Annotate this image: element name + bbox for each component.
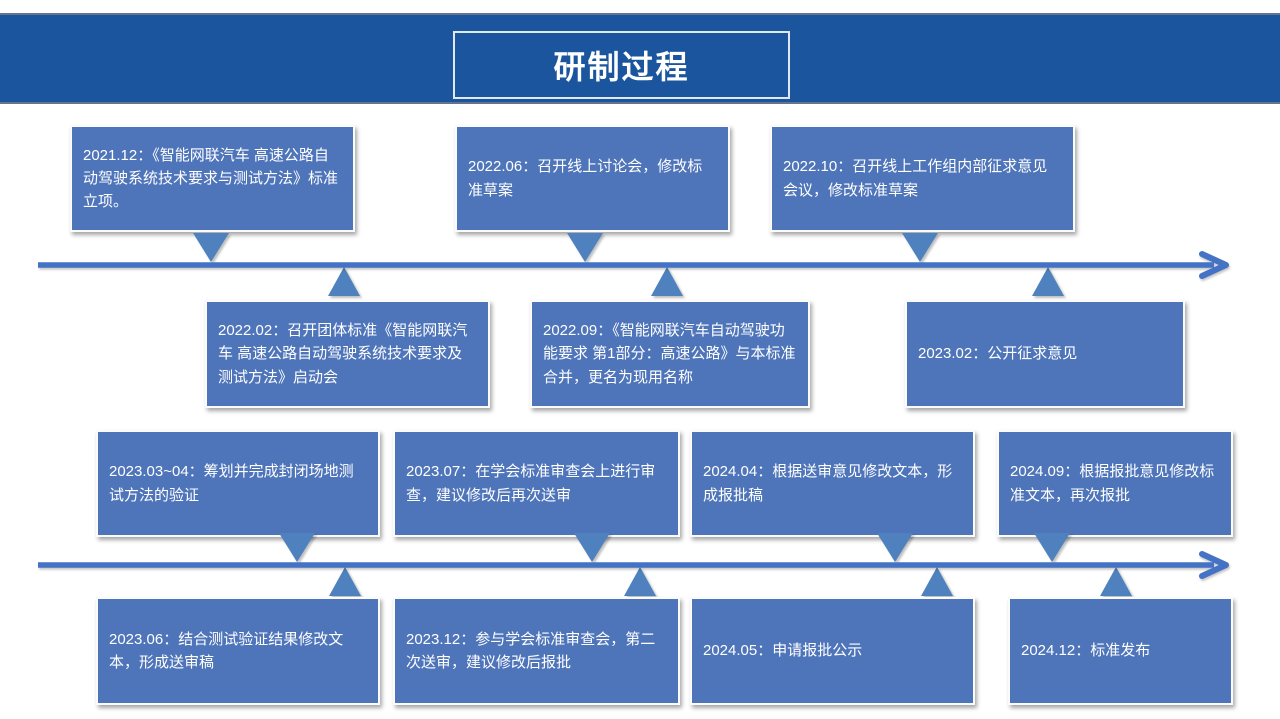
connector-up-triangle-icon [1100, 567, 1132, 596]
connector-up-triangle-icon [651, 267, 683, 296]
connector-up-triangle-icon [921, 567, 953, 596]
connector-down-triangle-icon [193, 233, 229, 262]
connector-down-triangle-icon [574, 533, 610, 562]
event-box-2024-09: 2024.09：根据报批意见修改标准文本，再次报批 [997, 430, 1233, 537]
event-box-2024-12: 2024.12：标准发布 [1008, 597, 1233, 705]
connector-down-triangle-icon [279, 533, 315, 562]
header-banner: 研制过程 [0, 13, 1280, 104]
event-text-2024-04: 2024.04：根据送审意见修改文本，形成报批稿 [703, 463, 953, 504]
event-box-2023-02: 2023.02：公开征求意见 [905, 300, 1185, 408]
connector-down-triangle-icon [902, 233, 938, 262]
connector-up-triangle-icon [329, 567, 361, 596]
timeline-arrow-2 [38, 551, 1229, 579]
connector-down-triangle-icon [567, 233, 603, 262]
connector-up-triangle-icon [1032, 267, 1064, 296]
event-text-2023-02: 2023.02：公开征求意见 [918, 345, 1078, 363]
event-text-2022-02: 2022.02：召开团体标准《智能网联汽车 高速公路自动驾驶系统技术要求及测试方… [218, 322, 468, 386]
event-text-2024-09: 2024.09：根据报批意见修改标准文本，再次报批 [1010, 463, 1215, 504]
event-box-2023-12: 2023.12：参与学会标准审查会，第二次送审，建议修改后报批 [393, 597, 680, 705]
event-text-2023-07: 2023.07：在学会标准审查会上进行审查，建议修改后再次送审 [406, 463, 656, 504]
event-box-2022-06: 2022.06：召开线上讨论会，修改标准草案 [455, 125, 730, 232]
event-text-2023-12: 2023.12：参与学会标准审查会，第二次送审，建议修改后报批 [406, 630, 656, 671]
event-box-2024-04: 2024.04：根据送审意见修改文本，形成报批稿 [690, 430, 975, 537]
event-box-2023-06: 2023.06：结合测试验证结果修改文本，形成送审稿 [96, 597, 380, 705]
title-box: 研制过程 [453, 31, 790, 99]
connector-down-triangle-icon [1034, 533, 1070, 562]
event-box-2023-07: 2023.07：在学会标准审查会上进行审查，建议修改后再次送审 [393, 430, 680, 537]
event-text-2024-12: 2024.12：标准发布 [1021, 642, 1151, 660]
event-text-2021-12: 2021.12：《智能网联汽车 高速公路自动驾驶系统技术要求与测试方法》标准立项… [83, 146, 339, 211]
timeline-arrow-1 [38, 251, 1229, 279]
event-box-2023-03-04: 2023.03~04：筹划并完成封闭场地测试方法的验证 [96, 430, 380, 537]
connector-up-triangle-icon [624, 567, 656, 596]
event-box-2022-02: 2022.02：召开团体标准《智能网联汽车 高速公路自动驾驶系统技术要求及测试方… [205, 300, 490, 408]
connector-down-triangle-icon [877, 533, 913, 562]
event-box-2021-12: 2021.12：《智能网联汽车 高速公路自动驾驶系统技术要求与测试方法》标准立项… [70, 125, 355, 232]
event-box-2022-09: 2022.09：《智能网联汽车自动驾驶功能要求 第1部分：高速公路》与本标准合并… [530, 300, 810, 408]
event-text-2022-06: 2022.06：召开线上讨论会，修改标准草案 [468, 158, 703, 199]
event-box-2024-05: 2024.05：申请报批公示 [690, 597, 975, 705]
event-text-2024-05: 2024.05：申请报批公示 [703, 642, 863, 660]
event-text-2023-03-04: 2023.03~04：筹划并完成封闭场地测试方法的验证 [109, 463, 354, 504]
event-text-2022-10: 2022.10：召开线上工作组内部征求意见会议，修改标准草案 [783, 158, 1048, 199]
event-text-2022-09: 2022.09：《智能网联汽车自动驾驶功能要求 第1部分：高速公路》与本标准合并… [543, 322, 796, 386]
page-title: 研制过程 [553, 49, 690, 85]
connector-up-triangle-icon [328, 267, 360, 296]
event-text-2023-06: 2023.06：结合测试验证结果修改文本，形成送审稿 [109, 630, 344, 671]
event-box-2022-10: 2022.10：召开线上工作组内部征求意见会议，修改标准草案 [770, 125, 1075, 232]
